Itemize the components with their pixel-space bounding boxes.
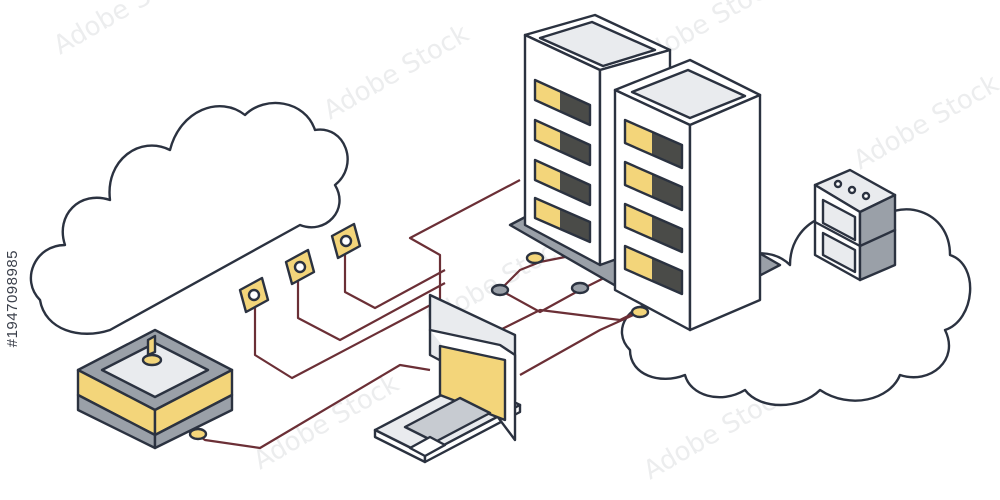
watermark-text: Adobe Stock (249, 369, 405, 476)
wire-connection (519, 310, 641, 376)
wires (189, 179, 651, 450)
wire-connection (296, 280, 446, 342)
connector-node-icon (570, 281, 590, 295)
ports (238, 222, 362, 314)
server-slot (533, 78, 592, 244)
server-slot (623, 118, 684, 296)
connector-nodes (188, 251, 650, 441)
router-icon (76, 328, 234, 450)
port-connector-icon (284, 248, 316, 286)
wire-connection (499, 274, 611, 314)
connector-node-icon (525, 251, 545, 265)
stock-id-text: #1947098985 (4, 250, 21, 348)
connector-node-icon (490, 283, 510, 297)
wire-connection (343, 255, 446, 310)
cloud-icon (29, 101, 349, 335)
laptop-icon (373, 293, 522, 464)
connector-node-icon (630, 305, 650, 319)
server-icon (813, 168, 897, 282)
watermark-text: Adobe Stock (849, 69, 1000, 176)
server-rack-icon (508, 13, 782, 332)
port-connector-icon (238, 276, 270, 314)
watermark-text: Adobe Stock (319, 19, 475, 126)
port-connector-icon (330, 222, 362, 260)
connector-node-icon (188, 427, 208, 441)
watermark-text: Adobe Stock (49, 0, 205, 61)
